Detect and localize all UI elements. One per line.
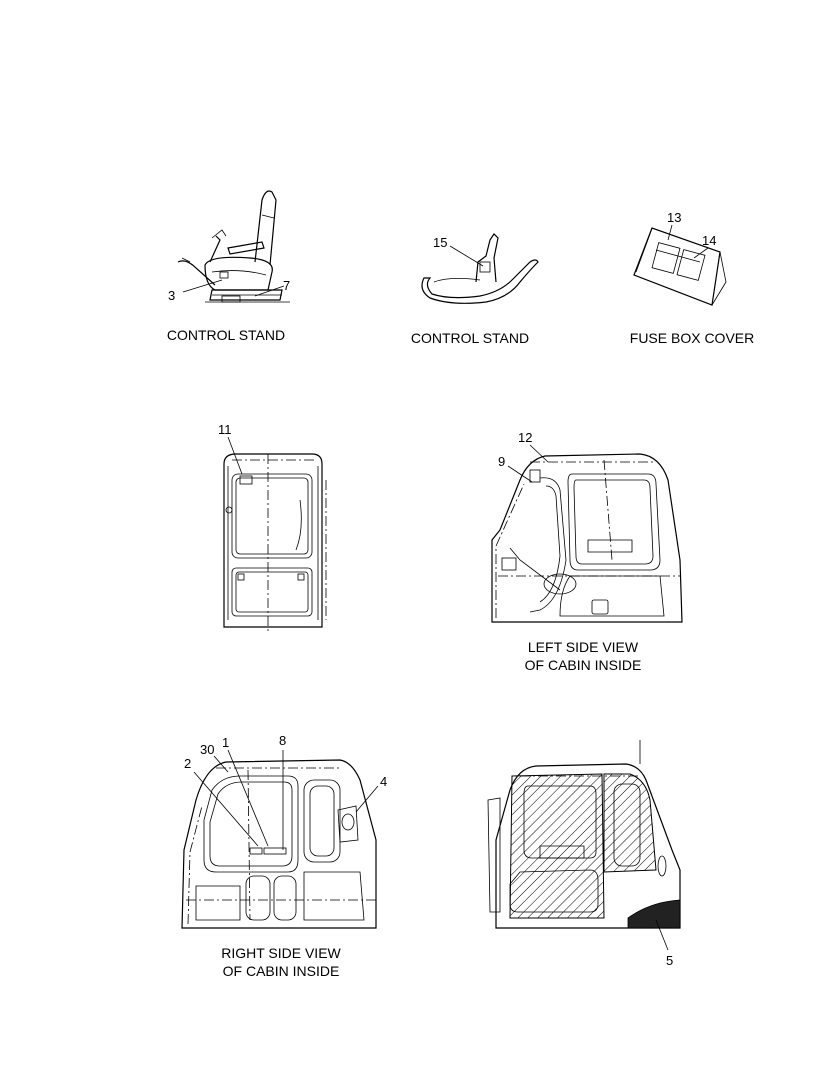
cab-front-view: 11 — [218, 422, 327, 632]
cabin-exterior-view: 5 — [487, 740, 681, 968]
fuse-box-cover-view: 13 14 FUSE BOX COVER — [630, 210, 754, 346]
callout-11: 11 — [218, 422, 232, 437]
right-side-cabin-inside-view: 30 1 8 2 4 RIGHT SIDE VIEW OF CABIN INSI… — [181, 733, 387, 979]
callout-5: 5 — [666, 953, 673, 968]
caption-control-stand-left: CONTROL STAND — [167, 327, 285, 343]
callout-9: 9 — [498, 454, 505, 469]
callout-7: 7 — [283, 278, 290, 293]
caption-left-side-line1: LEFT SIDE VIEW — [528, 639, 639, 655]
callout-2: 2 — [184, 756, 191, 771]
left-side-cabin-inside-view: 12 9 LEFT SIDE VIEW OF CABIN INSIDE — [491, 430, 683, 673]
callout-3: 3 — [168, 288, 175, 303]
caption-control-stand-center: CONTROL STAND — [411, 330, 529, 346]
callout-13: 13 — [667, 210, 681, 225]
callout-12: 12 — [518, 430, 532, 445]
callout-14: 14 — [702, 233, 716, 248]
seat-control-stand-view: 3 7 CONTROL STAND — [167, 190, 290, 343]
console-control-stand-view: 15 CONTROL STAND — [411, 233, 539, 346]
caption-left-side-line2: OF CABIN INSIDE — [525, 657, 642, 673]
caption-right-side-line1: RIGHT SIDE VIEW — [221, 945, 341, 961]
callout-4: 4 — [380, 774, 387, 789]
callout-30: 30 — [200, 742, 214, 757]
callout-15: 15 — [433, 235, 447, 250]
callout-1: 1 — [222, 735, 229, 750]
callout-8: 8 — [279, 733, 286, 748]
caption-fuse-box-cover: FUSE BOX COVER — [630, 330, 754, 346]
caption-right-side-line2: OF CABIN INSIDE — [223, 963, 340, 979]
